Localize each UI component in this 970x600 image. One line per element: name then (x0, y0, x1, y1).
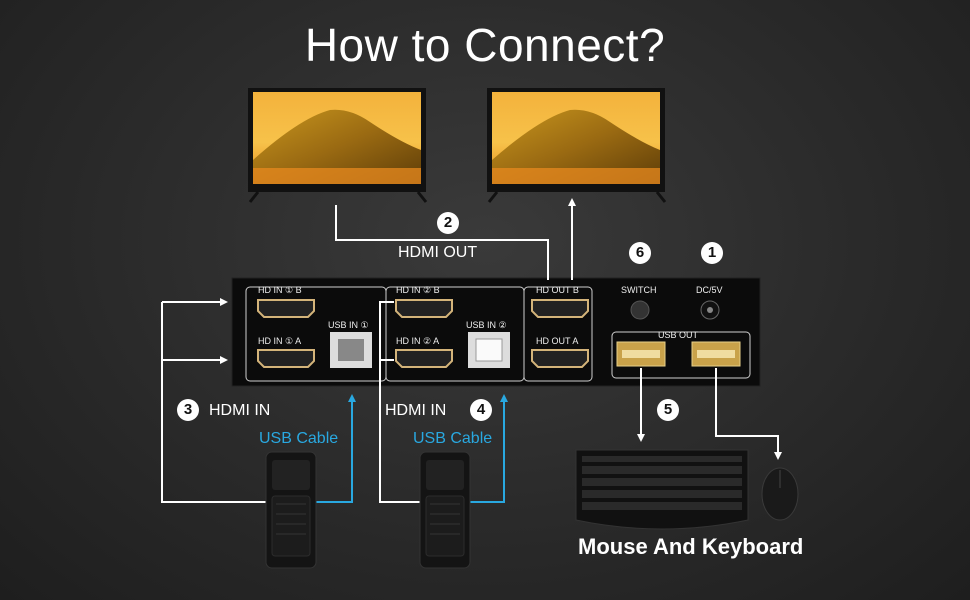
hdmi-in-label-right: HDMI IN (385, 402, 447, 419)
step-5-badge: 5 (657, 399, 679, 421)
hdmi-ports (257, 299, 589, 368)
switch-button (630, 300, 650, 320)
port-label-usb-in-2: USB IN ② (466, 320, 507, 330)
usb-cable-label-right: USB Cable (413, 430, 493, 447)
port-label-hd-in-1b: HD IN ① B (258, 285, 302, 295)
port-label-dc: DC/5V (696, 285, 723, 295)
port-label-usb-out: USB OUT (658, 330, 699, 340)
port-label-hd-in-1a: HD IN ① A (258, 336, 302, 346)
port-label-hd-out-a: HD OUT A (536, 336, 579, 346)
port-label-hd-out-b: HD OUT B (536, 285, 579, 295)
usb-a-ports (616, 341, 741, 367)
port-label-usb-in-1: USB IN ① (328, 320, 369, 330)
usb-b-ports (330, 332, 510, 368)
port-label-switch: SWITCH (621, 285, 657, 295)
usb-out-cables (637, 368, 782, 460)
monitor-right (487, 88, 667, 203)
pc-tower-right (419, 451, 471, 569)
monitor-left (248, 88, 428, 203)
hdmi-out-label: HDMI OUT (398, 244, 478, 261)
hdmi-in-cables-left (161, 298, 266, 503)
port-label-hd-in-2a: HD IN ② A (396, 336, 440, 346)
step-3-badge: 3 (177, 399, 199, 421)
usb-cable-label-left: USB Cable (259, 430, 339, 447)
step-6-badge: 6 (629, 242, 651, 264)
step-2-badge: 2 (437, 212, 459, 234)
pc-tower-left (265, 451, 317, 569)
port-group-outlines (245, 286, 751, 382)
keyboard (575, 449, 749, 530)
step-4-badge: 4 (470, 399, 492, 421)
step-1-badge: 1 (701, 242, 723, 264)
keyboard-mouse-caption: Mouse And Keyboard (578, 534, 804, 559)
hdmi-in-cables-right (379, 301, 420, 503)
hdmi-out-cables (335, 198, 576, 280)
hdmi-in-label-left: HDMI IN (209, 402, 271, 419)
port-label-hd-in-2b: HD IN ② B (396, 285, 440, 295)
mouse (761, 467, 799, 521)
usb-cables (316, 394, 508, 503)
page-title: How to Connect? (304, 19, 666, 71)
